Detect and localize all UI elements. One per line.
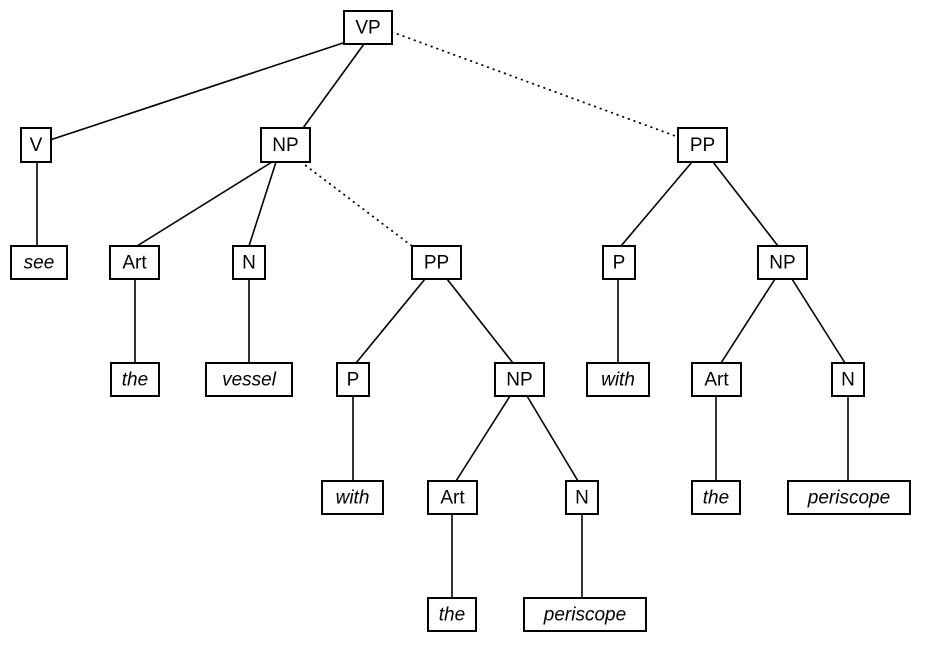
tree-edge-np1-to-art1 bbox=[136, 161, 273, 247]
node-label-n-right: N bbox=[841, 370, 855, 391]
node-label-periscope-r: periscope bbox=[807, 488, 890, 509]
node-label-art1: Art bbox=[122, 253, 147, 274]
node-box-art-right bbox=[691, 362, 742, 397]
node-box-the-right bbox=[691, 480, 741, 515]
tree-node-p-right[interactable]: P bbox=[602, 245, 636, 280]
node-box-np1 bbox=[260, 127, 311, 163]
tree-node-with-right[interactable]: with bbox=[586, 362, 650, 397]
node-label-with-right: with bbox=[601, 370, 635, 391]
node-label-art-mid: Art bbox=[440, 488, 465, 509]
node-label-periscope-m: periscope bbox=[543, 605, 626, 626]
node-box-vessel bbox=[205, 362, 293, 397]
node-box-with-right bbox=[586, 362, 650, 397]
tree-node-see[interactable]: see bbox=[10, 245, 68, 280]
node-box-np-mid bbox=[494, 362, 545, 397]
node-label-v: V bbox=[30, 135, 43, 156]
node-box-the-mid bbox=[427, 597, 477, 632]
tree-node-np1[interactable]: NP bbox=[260, 127, 311, 163]
node-box-periscope-m bbox=[523, 597, 647, 632]
tree-node-art1[interactable]: Art bbox=[109, 245, 160, 280]
node-label-np-mid: NP bbox=[506, 370, 532, 391]
tree-edge-np1-to-pp-mid bbox=[300, 161, 413, 247]
node-box-n-right bbox=[831, 362, 865, 397]
tree-node-pp-right[interactable]: PP bbox=[677, 127, 728, 163]
edge-layer bbox=[36, 31, 849, 598]
node-label-pp-right: PP bbox=[690, 135, 715, 156]
tree-node-with-mid[interactable]: with bbox=[321, 480, 384, 515]
node-box-p-mid bbox=[336, 362, 370, 397]
node-box-with-mid bbox=[321, 480, 384, 515]
tree-edge-pp-right-to-np-right bbox=[712, 161, 779, 247]
tree-node-pp-mid[interactable]: PP bbox=[411, 245, 462, 280]
node-box-art1 bbox=[109, 245, 160, 280]
node-box-pp-right bbox=[677, 127, 728, 163]
node-box-np-right bbox=[757, 245, 808, 280]
node-box-n-mid bbox=[565, 480, 599, 515]
node-label-the-right: the bbox=[703, 488, 729, 509]
node-label-the1: the bbox=[122, 370, 148, 391]
node-box-see bbox=[10, 245, 68, 280]
node-box-the1 bbox=[110, 362, 160, 397]
node-label-see: see bbox=[24, 253, 55, 274]
node-box-vp bbox=[343, 10, 393, 45]
tree-edge-pp-mid-to-p-mid bbox=[355, 278, 426, 364]
node-label-n1: N bbox=[242, 253, 256, 274]
node-box-periscope-r bbox=[787, 480, 911, 515]
node-label-vessel: vessel bbox=[222, 370, 277, 391]
tree-node-p-mid[interactable]: P bbox=[336, 362, 370, 397]
node-label-p-mid: P bbox=[347, 370, 360, 391]
node-box-p-right bbox=[602, 245, 636, 280]
tree-node-n1[interactable]: N bbox=[232, 245, 266, 280]
tree-node-periscope-m[interactable]: periscope bbox=[523, 597, 647, 632]
tree-node-periscope-r[interactable]: periscope bbox=[787, 480, 911, 515]
node-label-pp-mid: PP bbox=[424, 253, 449, 274]
tree-node-n-right[interactable]: N bbox=[831, 362, 865, 397]
node-label-the-mid: the bbox=[439, 605, 465, 626]
tree-node-the-mid[interactable]: the bbox=[427, 597, 477, 632]
tree-edge-np-right-to-art-right bbox=[720, 278, 776, 364]
tree-node-the1[interactable]: the bbox=[110, 362, 160, 397]
node-label-p-right: P bbox=[613, 253, 626, 274]
tree-edge-np1-to-n1 bbox=[248, 161, 277, 247]
tree-edge-vp-to-pp-right bbox=[391, 31, 679, 138]
node-label-np1: NP bbox=[272, 135, 298, 156]
node-box-v bbox=[20, 127, 52, 163]
tree-node-n-mid[interactable]: N bbox=[565, 480, 599, 515]
tree-edge-np-mid-to-n-mid bbox=[526, 395, 579, 482]
tree-node-np-right[interactable]: NP bbox=[757, 245, 808, 280]
node-label-with-mid: with bbox=[336, 488, 370, 509]
tree-node-art-right[interactable]: Art bbox=[691, 362, 742, 397]
tree-edge-np-right-to-n-right bbox=[791, 278, 846, 364]
node-box-pp-mid bbox=[411, 245, 462, 280]
node-box-art-mid bbox=[427, 480, 478, 515]
tree-edge-np-mid-to-art-mid bbox=[455, 395, 511, 482]
tree-edge-pp-mid-to-np-mid bbox=[446, 278, 514, 364]
node-box-n1 bbox=[232, 245, 266, 280]
tree-edge-vp-to-v bbox=[49, 41, 347, 141]
node-label-vp: VP bbox=[355, 18, 380, 39]
node-label-n-mid: N bbox=[575, 488, 589, 509]
tree-edge-pp-right-to-p-right bbox=[620, 161, 693, 247]
tree-node-the-right[interactable]: the bbox=[691, 480, 741, 515]
tree-node-vp[interactable]: VP bbox=[343, 10, 393, 45]
tree-node-art-mid[interactable]: Art bbox=[427, 480, 478, 515]
node-label-art-right: Art bbox=[704, 370, 729, 391]
tree-node-v[interactable]: V bbox=[20, 127, 52, 163]
tree-node-np-mid[interactable]: NP bbox=[494, 362, 545, 397]
tree-edge-vp-to-np1 bbox=[302, 43, 365, 129]
tree-node-vessel[interactable]: vessel bbox=[205, 362, 293, 397]
node-label-np-right: NP bbox=[769, 253, 795, 274]
